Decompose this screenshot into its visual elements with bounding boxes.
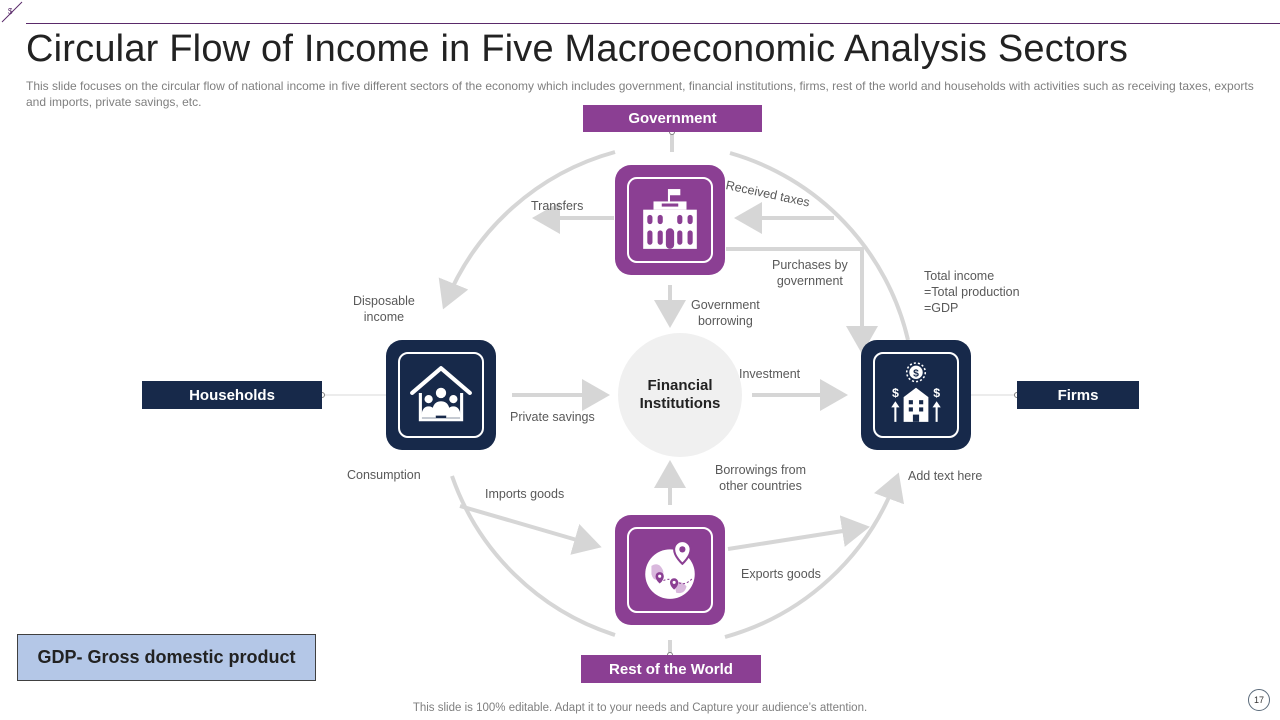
financial-institutions-label: Financial Institutions bbox=[639, 377, 721, 412]
page-number-badge: 17 bbox=[1248, 689, 1270, 711]
label-gov-borrowing-line-1: Government bbox=[691, 298, 760, 312]
label-government-borrowing: Government borrowing bbox=[691, 297, 760, 329]
label-total-income-line-3: =GDP bbox=[924, 301, 959, 315]
arrow-imports-goods bbox=[459, 504, 602, 555]
label-borrowings-from-other-countries: Borrowings from other countries bbox=[715, 462, 806, 494]
label-purchases-by-government: Purchases by government bbox=[772, 257, 848, 289]
label-private-savings: Private savings bbox=[510, 410, 595, 424]
arc-top-right bbox=[729, 151, 910, 341]
arc-bottom-right bbox=[724, 472, 905, 639]
label-add-text: Add text here bbox=[908, 469, 983, 483]
label-disposable-line-2: income bbox=[363, 310, 405, 324]
page-title: Circular Flow of Income in Five Macroeco… bbox=[26, 28, 1129, 70]
label-total-income-line-1: Total income bbox=[924, 269, 995, 283]
label-disposable-line-1: Disposable bbox=[353, 294, 415, 308]
rest-of-world-tile bbox=[615, 515, 725, 625]
label-consumption: Consumption bbox=[347, 468, 421, 482]
households-label: Households bbox=[142, 381, 322, 409]
label-investment: Investment bbox=[739, 367, 801, 381]
arc-bottom-left bbox=[450, 475, 616, 637]
label-purchases-line-2: government bbox=[776, 274, 843, 288]
house-family-icon bbox=[410, 366, 472, 422]
svg-text:$: $ bbox=[8, 7, 13, 16]
gdp-legend-box: GDP- Gross domestic product bbox=[17, 634, 316, 681]
financial-institutions-node: Financial Institutions bbox=[618, 333, 742, 457]
svg-text:$: $ bbox=[913, 368, 919, 379]
arrow-purchases-by-government bbox=[726, 247, 878, 354]
corner-decoration-icon: $ bbox=[1, 1, 23, 23]
households-tile bbox=[386, 340, 496, 450]
label-borrowings-line-1: Borrowings from bbox=[715, 463, 806, 477]
firms-label: Firms bbox=[1017, 381, 1139, 409]
firms-tile: $ $ $ bbox=[861, 340, 971, 450]
header-rule bbox=[26, 23, 1280, 24]
label-imports-goods: Imports goods bbox=[485, 487, 565, 501]
label-total-income: Total income =Total production =GDP bbox=[924, 268, 1020, 316]
dollar-building-icon: $ $ $ bbox=[891, 362, 941, 422]
government-tile bbox=[615, 165, 725, 275]
arrow-exports-goods bbox=[727, 515, 870, 551]
label-total-income-line-2: =Total production bbox=[924, 285, 1020, 299]
label-disposable-income: Disposable income bbox=[353, 293, 415, 325]
globe-pins-icon bbox=[645, 540, 695, 599]
rest-of-world-label: Rest of the World bbox=[581, 655, 761, 683]
government-label: Government bbox=[583, 105, 762, 132]
government-building-icon bbox=[643, 189, 697, 249]
label-transfers: Transfers bbox=[531, 199, 584, 213]
svg-text:$: $ bbox=[892, 386, 899, 400]
label-gov-borrowing-line-2: borrowing bbox=[697, 314, 753, 328]
page-subtitle: This slide focuses on the circular flow … bbox=[26, 79, 1254, 109]
arc-top-left bbox=[438, 150, 616, 310]
label-purchases-line-1: Purchases by bbox=[772, 258, 848, 272]
label-borrowings-line-2: other countries bbox=[719, 479, 802, 493]
label-exports-goods: Exports goods bbox=[741, 567, 821, 581]
svg-text:$: $ bbox=[933, 386, 940, 400]
footer-note: This slide is 100% editable. Adapt it to… bbox=[412, 702, 868, 714]
